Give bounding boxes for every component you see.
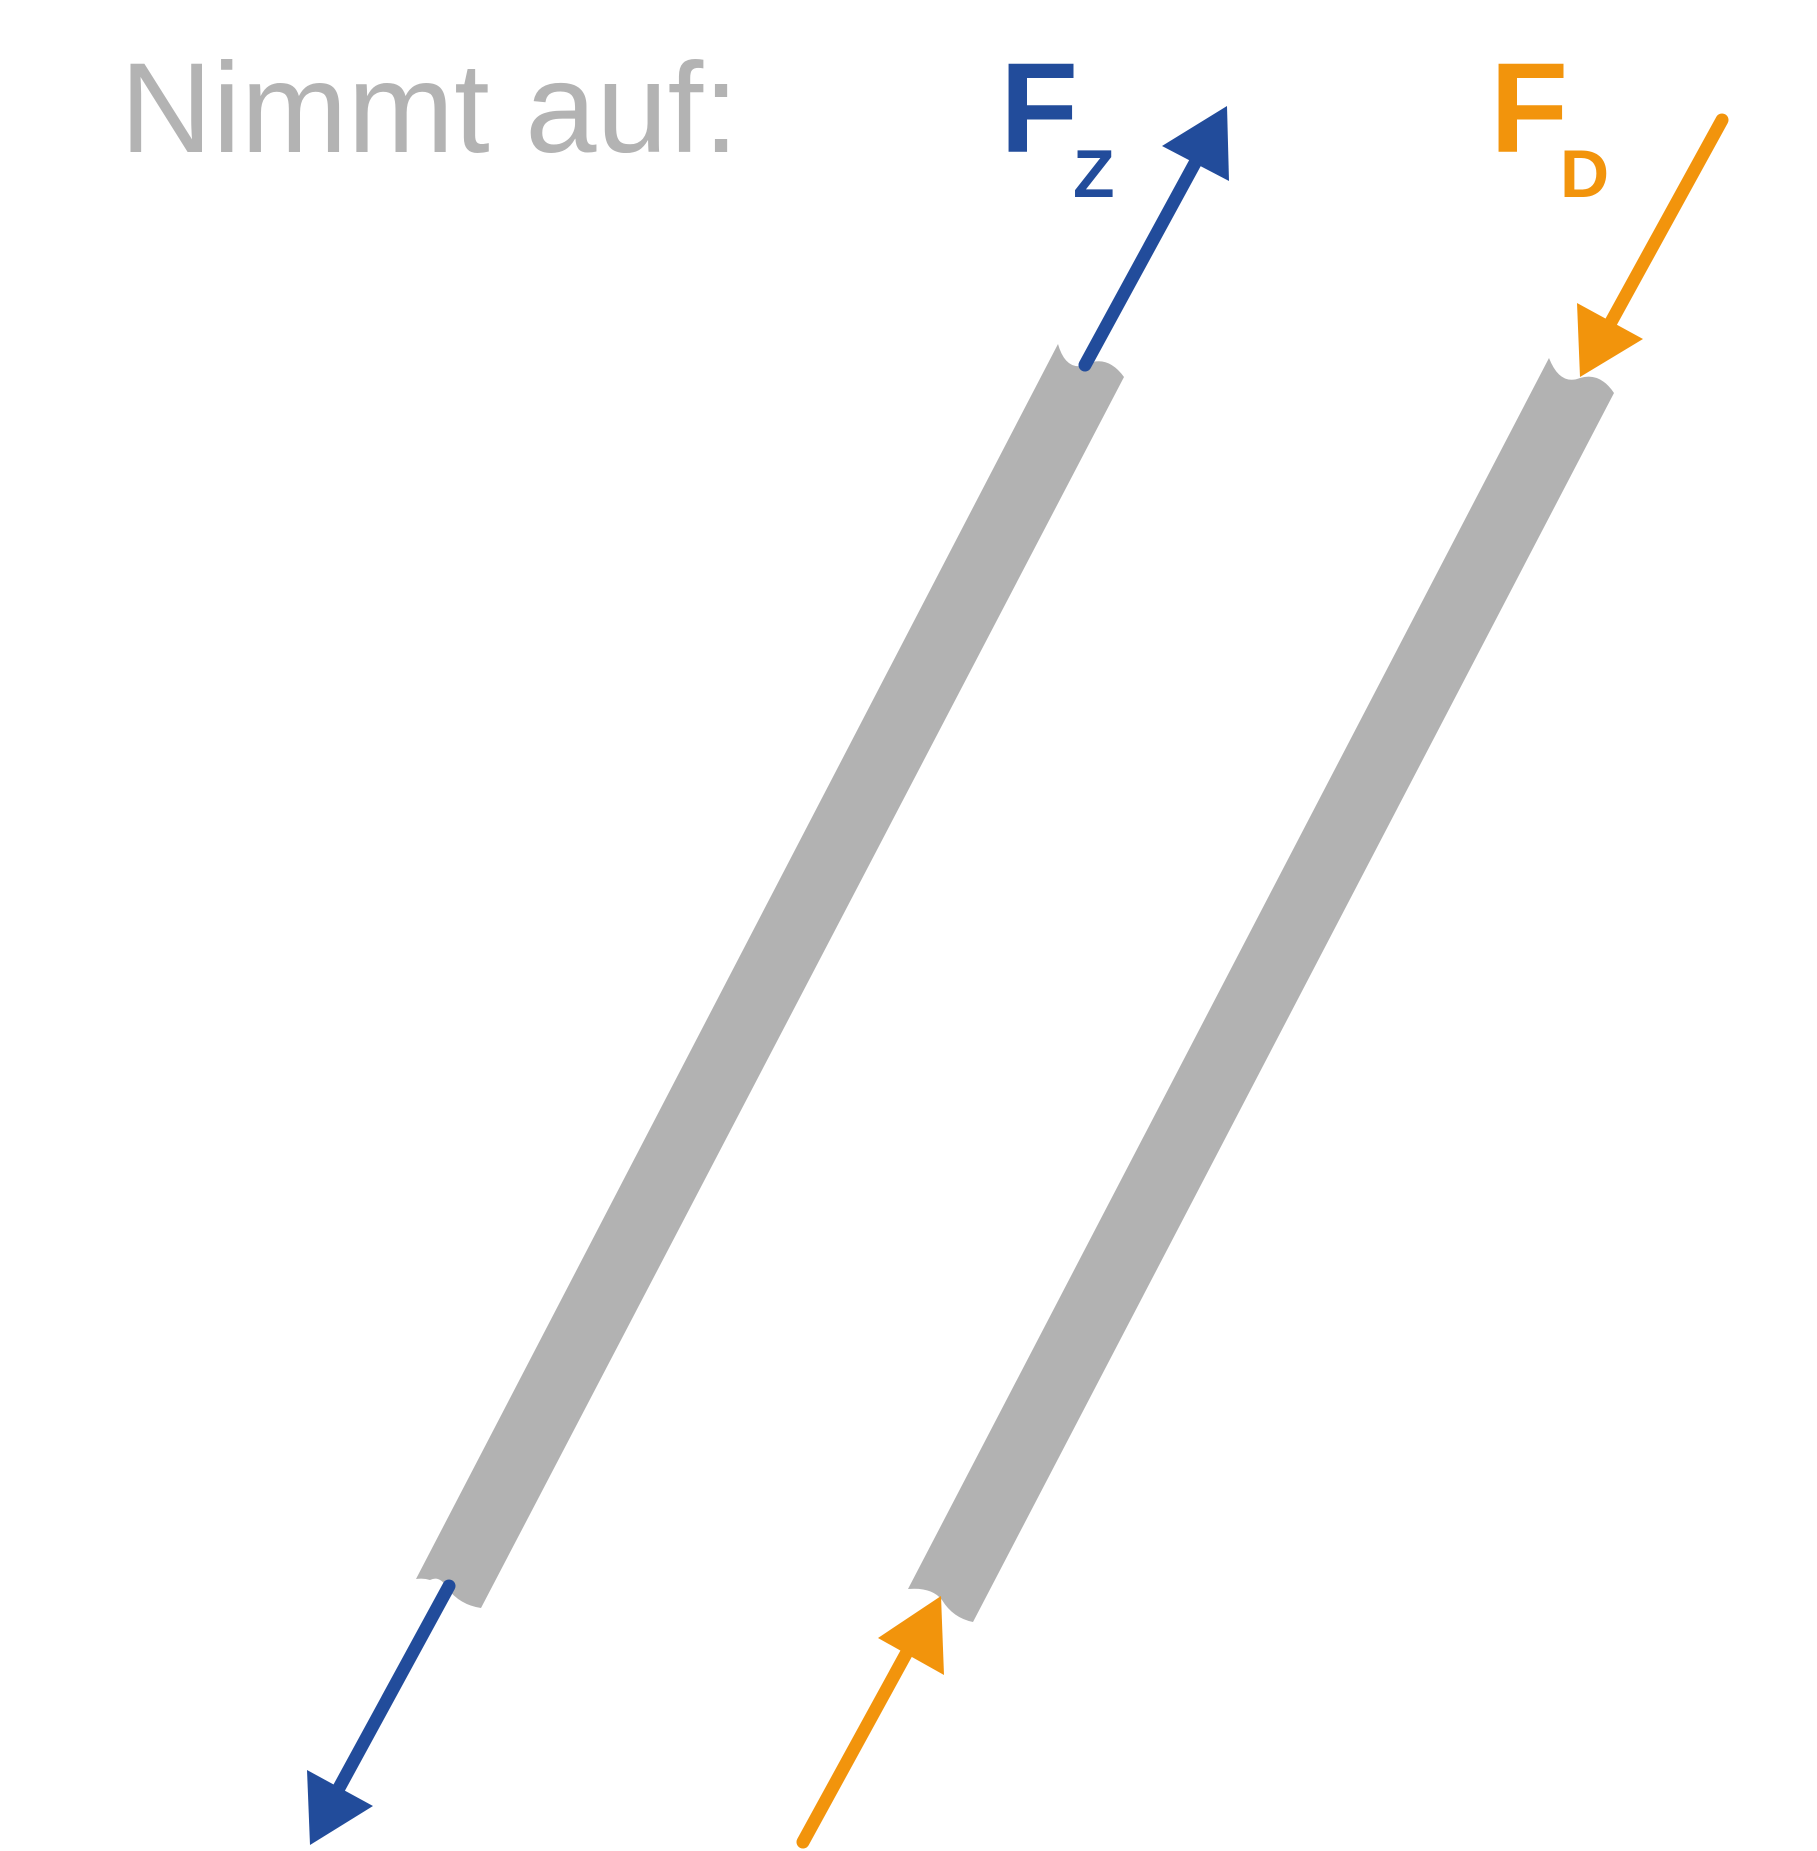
compression-bar [908,358,1614,1622]
tension-arrow-top [1078,106,1229,372]
compression-arrow-top [1577,113,1729,377]
tension-arrow-bottom [307,1579,456,1845]
compression-force-symbol: F [1490,37,1568,180]
tension-force-label: F [1000,37,1078,180]
compression-arrow-bottom [796,1596,944,1849]
compression-arrow-top-head [1577,303,1643,377]
tension-force-symbol: F [1000,37,1078,180]
compression-arrow-bottom-head [878,1596,944,1675]
tension-arrow-top-shaft [1078,156,1202,372]
tension-bar [416,344,1124,1608]
compression-force-subscript: D [1560,136,1609,212]
compression-arrow-top-shaft [1598,113,1729,340]
tension-force-subscript: Z [1073,136,1115,212]
tension-arrow-bottom-head [307,1770,373,1845]
heading-label: Nimmt auf: [120,37,739,180]
tension-arrow-bottom-shaft [332,1579,456,1795]
tension-arrow-top-head [1162,106,1229,181]
compression-force-label: F [1490,37,1568,180]
compression-arrow-bottom-shaft [796,1625,925,1849]
